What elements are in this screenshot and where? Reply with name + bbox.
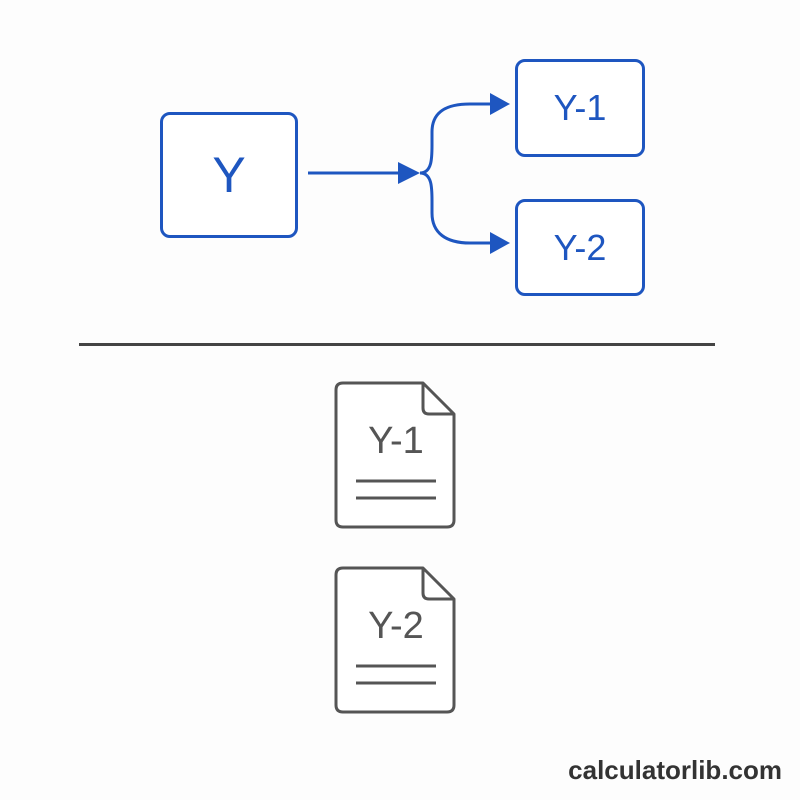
document-icon (334, 381, 456, 529)
section-divider (79, 343, 715, 346)
connector-branch-lower (419, 171, 492, 245)
arrowhead-upper (490, 93, 510, 115)
document-label: Y-2 (368, 605, 424, 647)
connector-branch-upper (419, 102, 492, 175)
document-icon (334, 566, 456, 714)
document-y1: Y-1 (333, 380, 457, 530)
watermark: calculatorlib.com (568, 755, 782, 785)
output-node-label: Y-1 (553, 87, 607, 128)
output-node-y2: Y-2 (515, 199, 645, 296)
document-label: Y-1 (368, 420, 424, 462)
output-node-label: Y-2 (553, 226, 607, 268)
output-node-y1: Y-1 (515, 59, 645, 157)
source-node: Y (160, 112, 298, 238)
arrowhead-lower (490, 232, 510, 254)
arrowhead-main (398, 162, 420, 184)
source-node-label: Y (212, 147, 246, 203)
document-y2: Y-2 (333, 565, 457, 715)
